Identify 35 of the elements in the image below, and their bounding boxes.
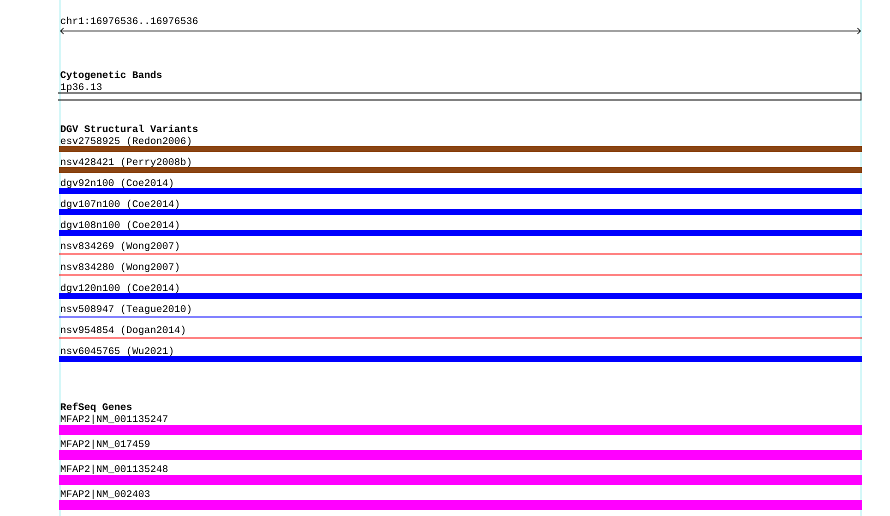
node-label: nsv834269 (Wong2007)	[61, 242, 179, 252]
feature-bar: MFAP2|NM_017459	[59, 440, 862, 460]
feature-bar: nsv834269 (Wong2007)	[59, 242, 862, 254]
node-label: nsv6045765 (Wu2021)	[61, 346, 173, 356]
feature-bar: nsv508947 (Teague2010)	[59, 304, 862, 318]
cytoband: 1p36.13	[58, 83, 862, 100]
track-heading: RefSeq Genes	[60, 402, 132, 412]
feature-bar: dgv107n100 (Coe2014)	[59, 200, 862, 215]
node-label: nsv428421 (Perry2008b)	[61, 158, 191, 168]
feature-bar: dgv92n100 (Coe2014)	[59, 178, 862, 194]
node-label: MFAP2|NM_002403	[60, 490, 150, 500]
feature-bar: esv2758925 (Redon2006)	[59, 136, 862, 152]
scale-label: chr1:16976536..16976536	[60, 16, 198, 24]
node-label: dgv108n100 (Coe2014)	[60, 220, 179, 230]
node-label: dgv107n100 (Coe2014)	[60, 200, 179, 210]
node-label: esv2758925 (Redon2006)	[60, 136, 191, 146]
node-label: MFAP2|NM_001135248	[60, 464, 168, 474]
feature-bar: MFAP2|NM_001135248	[59, 464, 862, 485]
feature-bar: dgv108n100 (Coe2014)	[59, 220, 862, 236]
feature-bar: dgv120n100 (Coe2014)	[59, 284, 862, 299]
feature-bar: MFAP2|NM_002403	[59, 490, 862, 510]
node-label: dgv120n100 (Coe2014)	[60, 284, 179, 294]
node-label: dgv92n100 (Coe2014)	[60, 178, 173, 188]
feature-bar: nsv834280 (Wong2007)	[59, 262, 862, 276]
node-label: MFAP2|NM_017459	[60, 440, 150, 450]
feature-bar: nsv6045765 (Wu2021)	[59, 346, 862, 362]
node-label: nsv834280 (Wong2007)	[61, 262, 179, 272]
node-label: MFAP2|NM_001135247	[60, 414, 168, 424]
node-label: nsv954854 (Dogan2014)	[61, 326, 185, 336]
node-label: nsv508947 (Teague2010)	[61, 304, 191, 314]
track-heading: Cytogenetic Bands	[60, 70, 162, 80]
track-heading: DGV Structural Variants	[60, 124, 198, 132]
feature-bar: nsv428421 (Perry2008b)	[59, 158, 862, 173]
feature-bar: MFAP2|NM_001135247	[59, 414, 862, 435]
feature-bar: nsv954854 (Dogan2014)	[59, 326, 862, 338]
